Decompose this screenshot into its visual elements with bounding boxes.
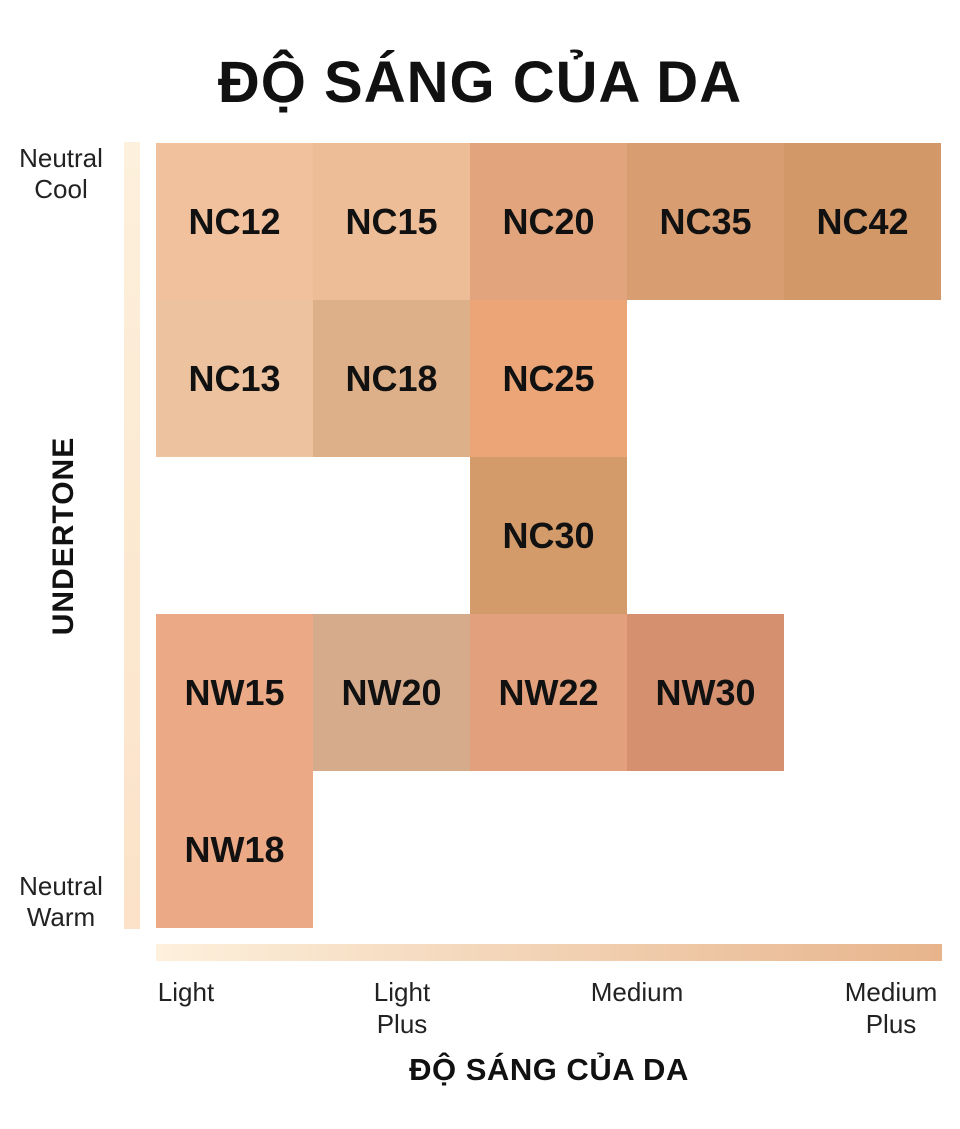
shade-cell-nw18: NW18 — [156, 771, 313, 928]
shade-cell-nc12: NC12 — [156, 143, 313, 300]
y-axis-title: UNDERTONE — [47, 436, 80, 636]
y-axis-top-label: Neutral Cool — [19, 143, 103, 204]
shade-cell-nw20: NW20 — [313, 614, 470, 771]
undertone-gradient-bar — [124, 142, 140, 929]
shade-cell-nw15: NW15 — [156, 614, 313, 771]
shade-cell-nc18: NC18 — [313, 300, 470, 457]
y-axis-bottom-label: Neutral Warm — [19, 871, 103, 932]
x-axis-title: ĐỘ SÁNG CỦA DA — [409, 1052, 689, 1087]
x-tick-light: Light — [157, 977, 215, 1007]
x-tick-medium: Medium — [590, 977, 684, 1007]
x-tick-medium-plus: Medium Plus — [844, 977, 938, 1039]
shade-cell-nc30: NC30 — [470, 457, 627, 614]
shade-cell-nw22: NW22 — [470, 614, 627, 771]
shade-cell-nc42: NC42 — [784, 143, 941, 300]
shade-cell-nc13: NC13 — [156, 300, 313, 457]
shade-cell-nc20: NC20 — [470, 143, 627, 300]
depth-gradient-bar — [156, 944, 942, 961]
shade-cell-nc35: NC35 — [627, 143, 784, 300]
shade-cell-nc25: NC25 — [470, 300, 627, 457]
page-title: ĐỘ SÁNG CỦA DA — [217, 50, 743, 115]
shade-cell-nc15: NC15 — [313, 143, 470, 300]
shade-cell-nw30: NW30 — [627, 614, 784, 771]
x-tick-light-plus: Light Plus — [373, 977, 431, 1039]
